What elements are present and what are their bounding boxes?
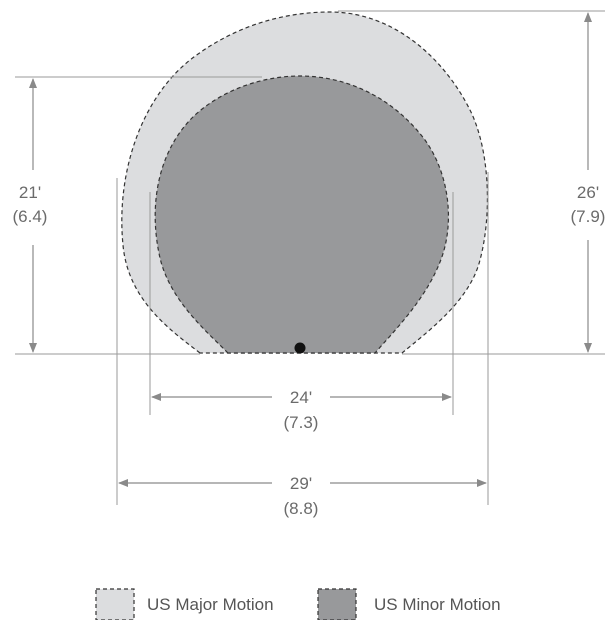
minor-height-label: 21': [19, 183, 41, 202]
legend: US Major Motion US Minor Motion: [95, 588, 501, 620]
legend-minor-label: US Minor Motion: [374, 595, 501, 614]
legend-minor-swatch: [317, 588, 357, 620]
major-width-metric: (8.8): [284, 499, 319, 518]
legend-major-swatch: [95, 588, 135, 620]
minor-width-label: 24': [290, 388, 312, 407]
major-width-label: 29': [290, 474, 312, 493]
legend-major-label: US Major Motion: [147, 595, 274, 614]
sensor-dot: [294, 342, 306, 354]
minor-height-metric: (6.4): [13, 207, 48, 226]
major-height-label: 26': [577, 183, 599, 202]
minor-motion-zone: [154, 75, 449, 354]
minor-width-metric: (7.3): [284, 413, 319, 432]
major-height-metric: (7.9): [571, 207, 605, 226]
